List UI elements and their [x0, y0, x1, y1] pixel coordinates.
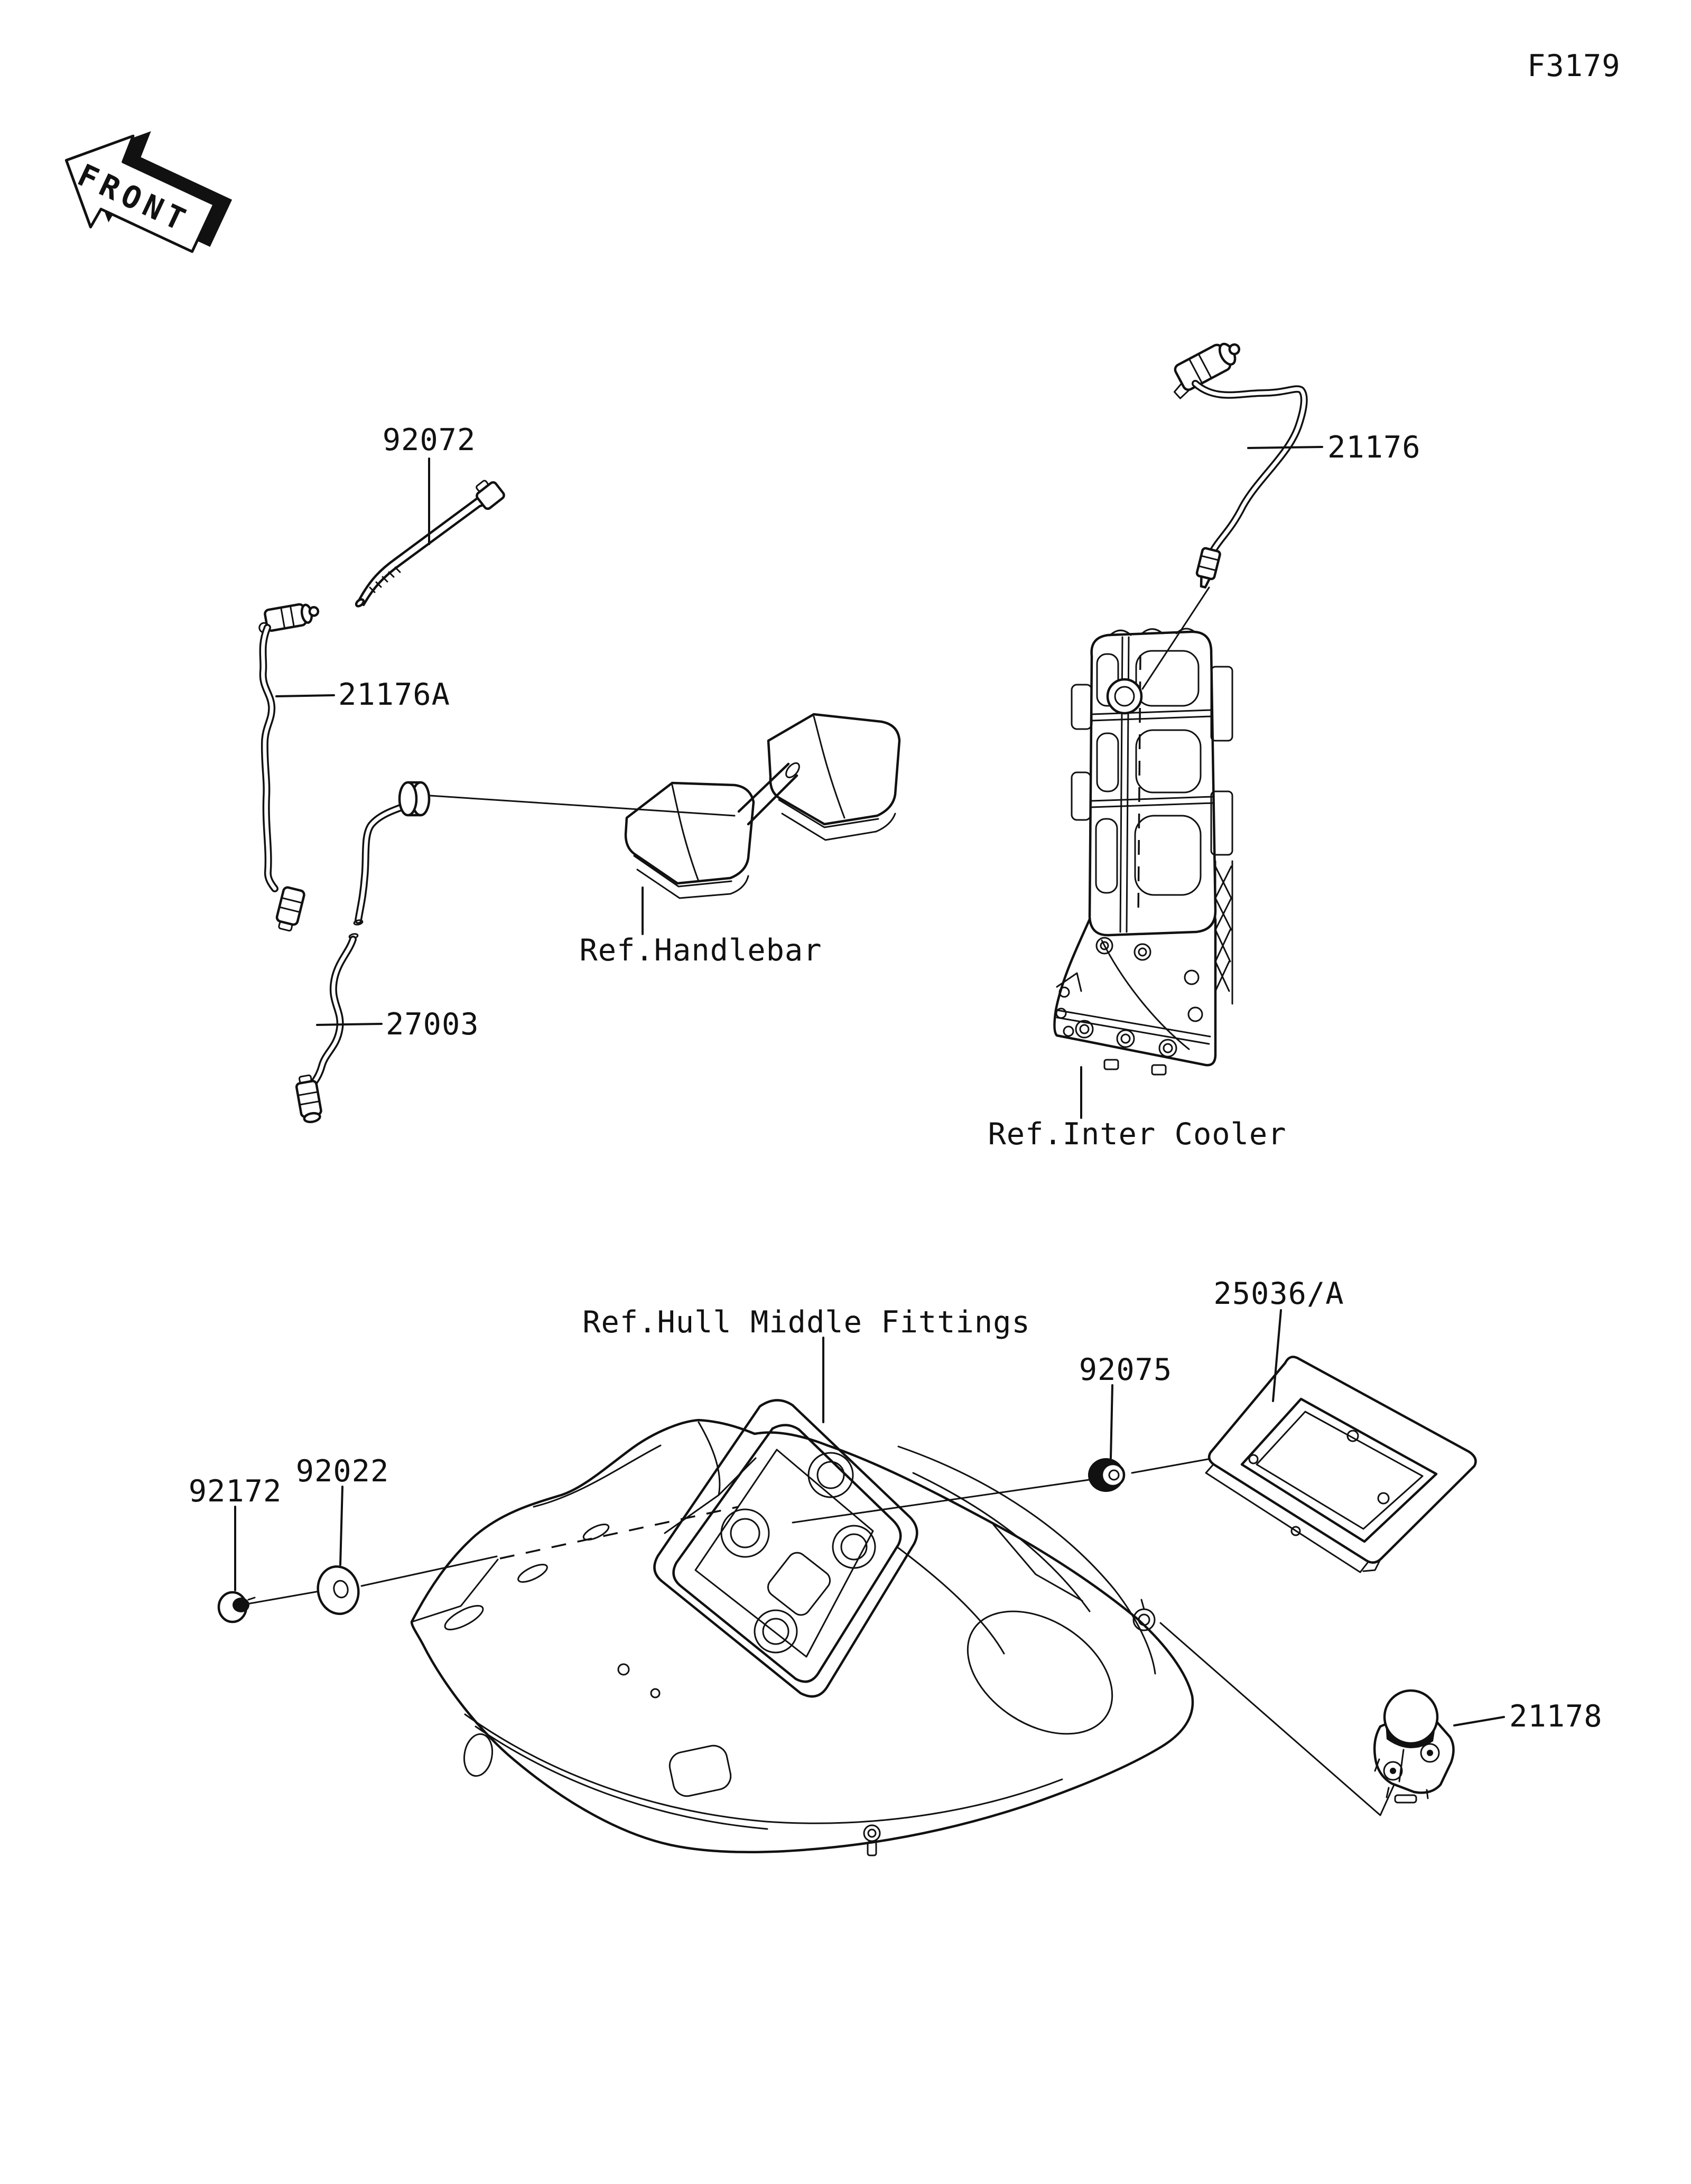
washer-drawing: [317, 1565, 360, 1615]
band-drawing: [355, 480, 505, 608]
ref-label-inter-cooler: Ref.Inter Cooler: [988, 1117, 1286, 1152]
leader-25036: [1272, 1309, 1282, 1402]
water-temp-sensor-a-drawing: [258, 603, 320, 932]
hull-drawing: [410, 1399, 1194, 1856]
front-direction-arrow: FRONT: [64, 131, 233, 253]
part-label-speed-sensor: 21178: [1509, 1699, 1603, 1734]
part-label-screw: 92172: [189, 1474, 282, 1509]
damper-grommet-drawing: [1088, 1458, 1126, 1492]
leader-92075: [1110, 1384, 1113, 1459]
leader-92022: [339, 1486, 343, 1566]
handlebar-drawing: [624, 713, 901, 899]
meter-mount-axis-line: [792, 1458, 1209, 1524]
leader-21178: [1453, 1716, 1505, 1726]
part-label-washer: 92022: [296, 1454, 389, 1489]
leader-27003: [316, 1023, 383, 1026]
figure-code-label: F3179: [1527, 49, 1621, 83]
leader-hull-to-sensor: [1159, 1622, 1401, 1816]
front-arrow-face: [64, 134, 216, 253]
part-label-meter: 25036/A: [1213, 1276, 1344, 1311]
part-label-water-temp-sensor-a: 21176A: [338, 677, 450, 712]
screw-axis-line: [246, 1555, 498, 1605]
leader-21176a: [275, 694, 335, 697]
meter-drawing: [1205, 1356, 1477, 1573]
leader-grommet-to-handlebar: [429, 795, 736, 817]
ref-label-handlebar: Ref.Handlebar: [579, 933, 822, 968]
part-label-speedometer-cable: 27003: [386, 1007, 479, 1042]
speedometer-cable-drawing: [295, 801, 412, 1123]
water-temp-sensor-drawing: [1141, 342, 1308, 690]
ref-label-hull-middle-fittings: Ref.Hull Middle Fittings: [582, 1305, 1030, 1340]
handlebar-grommet-drawing: [398, 781, 431, 817]
leader-21176: [1247, 446, 1323, 449]
part-label-water-temp-sensor: 21176: [1327, 430, 1421, 465]
part-label-damper: 92075: [1079, 1352, 1173, 1387]
speed-sensor-drawing: [1373, 1689, 1455, 1804]
part-label-band: 92072: [383, 423, 476, 458]
screw-drawing: [217, 1591, 256, 1623]
intercooler-drawing: [1053, 628, 1233, 1076]
